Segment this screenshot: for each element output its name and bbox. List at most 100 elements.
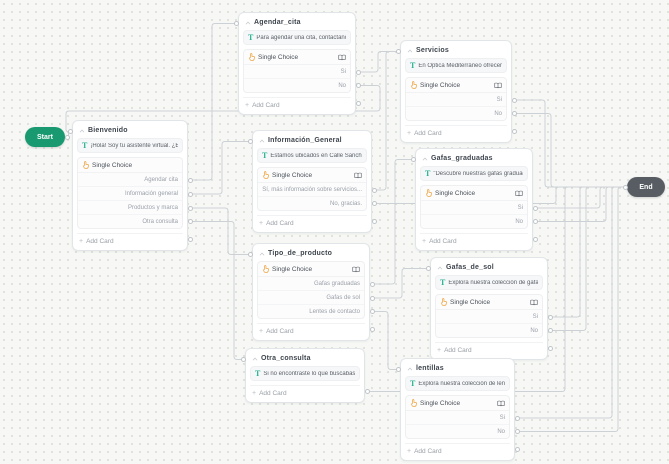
port[interactable] xyxy=(511,97,517,103)
add-card-button[interactable]: +Add Card xyxy=(420,233,528,246)
port[interactable] xyxy=(364,389,370,394)
choice-option[interactable]: Productos y marca xyxy=(78,201,182,215)
port[interactable] xyxy=(425,266,431,271)
port[interactable] xyxy=(395,49,401,54)
choice-option[interactable]: Información general xyxy=(78,187,182,201)
choice-option[interactable]: Sí, más información sobre servicios... xyxy=(258,183,366,197)
port[interactable] xyxy=(187,219,193,224)
choice-option[interactable]: Gafas de sol xyxy=(258,291,364,305)
port[interactable] xyxy=(233,21,239,26)
port[interactable] xyxy=(371,201,377,206)
port[interactable] xyxy=(369,309,375,314)
connection-edge[interactable] xyxy=(374,51,398,191)
message-card[interactable]: TEn Óptica Mediterráneo ofrecemos... xyxy=(405,58,507,73)
connection-edge[interactable] xyxy=(514,99,625,188)
choice-option[interactable]: Si xyxy=(421,201,527,215)
port[interactable] xyxy=(355,101,361,106)
add-card-button[interactable]: +Add Card xyxy=(250,385,360,398)
connection-edge[interactable] xyxy=(550,186,625,331)
port[interactable] xyxy=(514,429,520,434)
port[interactable] xyxy=(410,157,416,162)
port[interactable] xyxy=(247,139,253,144)
choice-option[interactable]: No xyxy=(494,110,502,117)
connection-edge[interactable] xyxy=(514,113,625,188)
port[interactable] xyxy=(64,134,70,140)
choice-option[interactable]: Si xyxy=(436,310,542,324)
add-card-button[interactable]: +Add Card xyxy=(405,125,507,138)
port[interactable] xyxy=(371,187,377,193)
connection-edge[interactable] xyxy=(372,268,428,299)
port[interactable] xyxy=(511,129,517,134)
port[interactable] xyxy=(514,415,520,421)
port[interactable] xyxy=(547,346,553,351)
add-card-button[interactable]: +Add Card xyxy=(405,443,510,456)
port[interactable] xyxy=(67,129,73,134)
port[interactable] xyxy=(187,205,193,211)
connection-edge[interactable] xyxy=(372,159,413,285)
end-node[interactable]: End xyxy=(627,177,665,197)
port[interactable] xyxy=(547,314,553,320)
port[interactable] xyxy=(187,237,193,242)
choice-option[interactable]: Gafas graduadas xyxy=(258,277,364,291)
connection-edge[interactable] xyxy=(367,186,625,392)
port[interactable] xyxy=(240,357,246,362)
start-node[interactable]: Start xyxy=(25,127,65,147)
choice-option[interactable]: Otra consulta xyxy=(142,218,178,225)
port[interactable] xyxy=(514,447,520,452)
port[interactable] xyxy=(369,295,375,301)
connection-edge[interactable] xyxy=(372,311,398,370)
port[interactable] xyxy=(369,281,375,287)
connection-edge[interactable] xyxy=(190,23,236,181)
port[interactable] xyxy=(395,367,401,372)
choice-option[interactable]: No xyxy=(497,428,505,435)
port[interactable] xyxy=(247,252,253,257)
add-card-button[interactable]: +Add Card xyxy=(243,97,351,110)
choice-option[interactable]: Si xyxy=(406,93,506,107)
message-card[interactable]: T¡Hola! Soy tu asistente virtual. ¿En ..… xyxy=(77,138,183,153)
port[interactable] xyxy=(622,184,628,190)
connection-edge[interactable] xyxy=(65,85,381,132)
choice-option[interactable]: Lentes de contacto xyxy=(309,308,360,315)
port[interactable] xyxy=(355,83,361,88)
port[interactable] xyxy=(532,205,538,211)
port[interactable] xyxy=(369,327,375,332)
port[interactable] xyxy=(371,219,377,224)
port[interactable] xyxy=(187,177,193,183)
choice-option[interactable]: Si xyxy=(406,411,509,425)
message-card[interactable]: T"Descubre nuestras gafas graduad... xyxy=(420,166,528,181)
port[interactable] xyxy=(532,237,538,242)
connection-edge[interactable] xyxy=(550,186,625,318)
port[interactable] xyxy=(532,219,538,224)
add-card-button[interactable]: +Add Card xyxy=(77,233,183,246)
port[interactable] xyxy=(547,328,553,333)
choice-option[interactable]: No, gracias. xyxy=(329,200,362,207)
choice-option[interactable]: No xyxy=(515,218,523,225)
add-card-button[interactable]: +Add Card xyxy=(257,323,365,336)
choice-option[interactable]: Agendar cita xyxy=(78,173,182,187)
port[interactable] xyxy=(355,69,361,75)
connection-edge[interactable] xyxy=(190,141,250,195)
choice-option[interactable]: No xyxy=(530,327,538,334)
connection-edge[interactable] xyxy=(190,207,250,255)
add-card-button[interactable]: +Add Card xyxy=(257,215,367,228)
